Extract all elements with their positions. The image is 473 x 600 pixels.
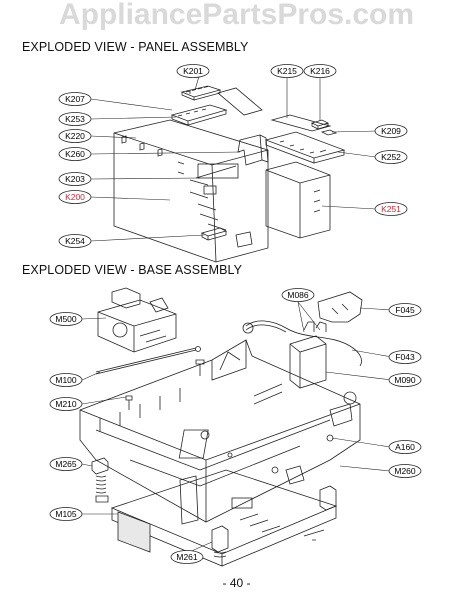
part-base-frame	[79, 339, 361, 523]
label-k215: K215	[277, 66, 297, 76]
part-m086	[242, 320, 362, 367]
part-m210	[125, 359, 205, 410]
part-k260	[237, 134, 269, 166]
part-k207	[217, 87, 263, 116]
part-m500	[97, 287, 177, 353]
label-k220: K220	[65, 131, 85, 141]
watermark: AppliancePartsPros.com	[58, 0, 415, 31]
panel-assembly-title: EXPLODED VIEW - PANEL ASSEMBLY	[22, 40, 249, 54]
label-m210: M210	[55, 399, 77, 409]
base-assembly-title: EXPLODED VIEW - BASE ASSEMBLY	[22, 263, 243, 277]
label-m500: M500	[55, 314, 77, 324]
label-f043: F043	[395, 352, 415, 362]
part-k216	[310, 119, 330, 130]
label-k254: K254	[65, 236, 85, 246]
label-a160: A160	[395, 442, 415, 452]
label-m105: M105	[55, 509, 77, 519]
part-k252	[264, 131, 346, 164]
label-m090: M090	[394, 375, 416, 385]
part-m105	[110, 469, 338, 567]
label-m100: M100	[55, 375, 77, 385]
part-k254	[200, 227, 228, 241]
page-number: - 40 -	[222, 576, 251, 590]
label-k251: K251	[381, 204, 401, 214]
label-k253: K253	[65, 114, 85, 124]
label-k200: K200	[65, 192, 85, 202]
label-m261: M261	[176, 552, 198, 562]
part-m100	[95, 346, 201, 375]
part-k220	[113, 119, 269, 263]
label-m260: M260	[394, 466, 416, 476]
label-f045: F045	[395, 305, 415, 315]
part-f045	[317, 291, 363, 323]
part-k215	[270, 114, 332, 132]
label-m086: M086	[287, 290, 309, 300]
part-k209	[320, 129, 338, 136]
part-m265	[91, 457, 109, 503]
part-k251	[265, 161, 331, 239]
part-k201	[180, 85, 222, 101]
label-k216: K216	[310, 66, 330, 76]
label-k252: K252	[381, 152, 401, 162]
label-k203: K203	[65, 174, 85, 184]
part-f043	[289, 321, 327, 389]
label-k201: K201	[183, 66, 203, 76]
label-k260: K260	[65, 149, 85, 159]
label-k209: K209	[381, 126, 401, 136]
label-m265: M265	[55, 459, 77, 469]
label-k207: K207	[65, 94, 85, 104]
part-m261	[211, 485, 337, 558]
part-k253	[170, 104, 228, 126]
